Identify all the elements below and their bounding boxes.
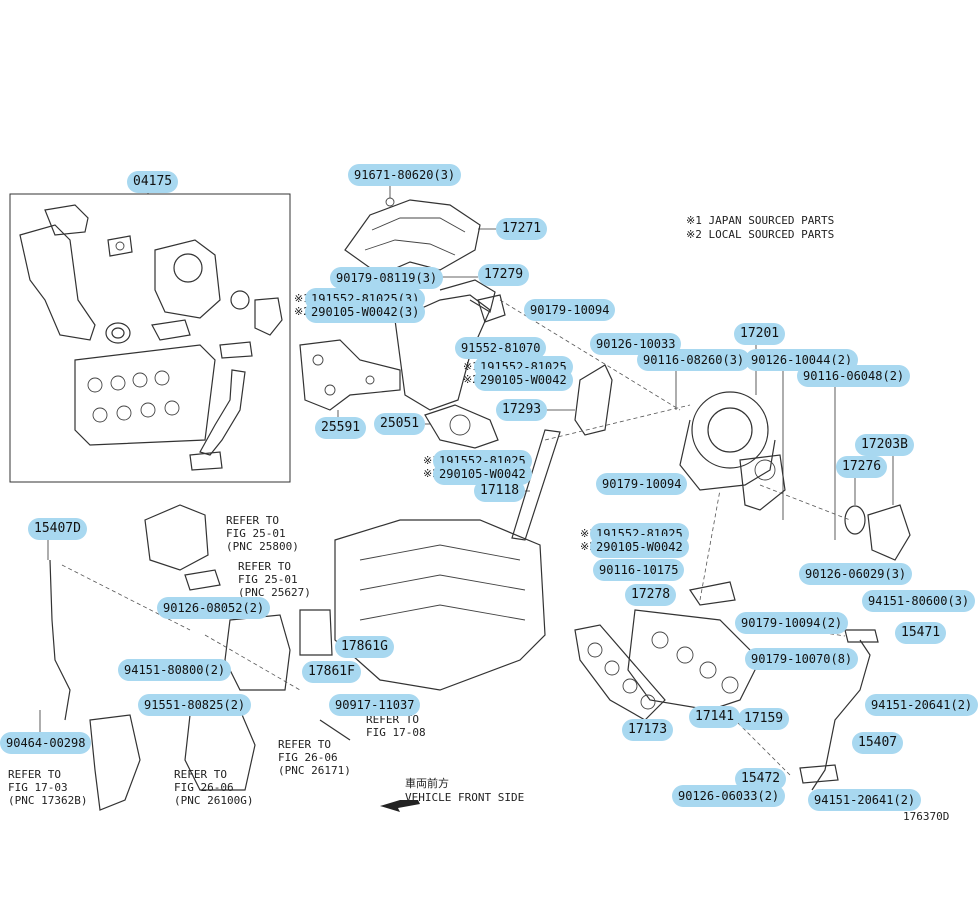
vehicle-front-arrow: [380, 800, 420, 812]
part-label-17271[interactable]: 17271: [496, 218, 548, 240]
part-label-90179-10094-b[interactable]: 90179-10094: [596, 473, 688, 495]
direction-jp: 車両前方: [405, 777, 449, 790]
heat-insulator-drawing: [344, 186, 481, 276]
part-label-15407[interactable]: 15407: [852, 732, 904, 754]
oil-pipe-15407-drawing: [811, 639, 871, 791]
refer-fig-26-06-b[interactable]: REFER TO FIG 26-06 (PNC 26100G): [174, 768, 254, 807]
refer-fig-17-08[interactable]: REFER TO FIG 17-08: [366, 713, 426, 739]
part-label-290105-w0042-d[interactable]: 290105-W0042: [590, 536, 689, 558]
part-label-94151-20641-a[interactable]: 94151-20641(2): [865, 694, 978, 716]
part-label-90179-10070[interactable]: 90179-10070(8): [745, 648, 859, 670]
part-label-90116-10175[interactable]: 90116-10175: [593, 559, 685, 581]
note-japan-sourced: ※1 JAPAN SOURCED PARTS: [686, 214, 835, 227]
part-label-94151-20641-b[interactable]: 94151-20641(2): [808, 789, 922, 811]
gasket-17276-drawing: [844, 505, 866, 535]
egr-parts-drawing: [144, 504, 351, 791]
gasket-kit-box: [9, 193, 291, 483]
part-label-17293[interactable]: 17293: [496, 399, 548, 421]
part-label-17861G[interactable]: 17861G: [335, 636, 394, 658]
note-local-sourced: ※2 LOCAL SOURCED PARTS: [686, 228, 835, 241]
part-label-15407D[interactable]: 15407D: [28, 518, 87, 540]
part-label-17279[interactable]: 17279: [478, 264, 530, 286]
part-label-17861F[interactable]: 17861F: [302, 661, 361, 683]
part-label-04175[interactable]: 04175: [127, 171, 179, 193]
refer-fig-17-03[interactable]: REFER TO FIG 17-03 (PNC 17362B): [8, 768, 88, 807]
part-label-94151-80800[interactable]: 94151-80800(2): [118, 659, 232, 681]
part-label-17203B[interactable]: 17203B: [855, 434, 914, 456]
part-label-17278[interactable]: 17278: [625, 584, 677, 606]
stay-17118-drawing: [511, 429, 561, 541]
part-label-17201[interactable]: 17201: [734, 323, 786, 345]
elbow-17203B-drawing: [867, 504, 911, 561]
part-label-90917-11037[interactable]: 90917-11037: [329, 694, 421, 716]
part-label-25051[interactable]: 25051: [374, 413, 426, 435]
part-label-17141[interactable]: 17141: [689, 706, 741, 728]
part-label-290105-w0042-b[interactable]: 290105-W0042: [474, 369, 573, 391]
water-pipe-15407D-drawing: [49, 559, 71, 721]
part-label-17276[interactable]: 17276: [836, 456, 888, 478]
direction-en: VEHICLE FRONT SIDE: [405, 791, 525, 804]
kit-parts-drawing: [19, 204, 283, 471]
exhaust-manifold-drawing: [574, 609, 761, 721]
part-label-290105-w0042-a[interactable]: 290105-W0042(3): [305, 301, 426, 323]
part-label-15471[interactable]: 15471: [895, 622, 947, 644]
gasket-17279-drawing: [477, 294, 506, 323]
part-label-90126-06033[interactable]: 90126-06033(2): [672, 785, 786, 807]
part-label-90179-10094-a[interactable]: 90179-10094: [524, 299, 616, 321]
part-label-90179-10094-c[interactable]: 90179-10094(2): [735, 612, 849, 634]
bracket-25591-drawing: [299, 339, 401, 411]
part-label-90126-06029[interactable]: 90126-06029(3): [799, 563, 913, 585]
part-label-91671-80620[interactable]: 91671-80620(3): [348, 164, 462, 186]
refer-fig-26-06-a[interactable]: REFER TO FIG 26-06 (PNC 26171): [278, 738, 351, 777]
part-label-91551-80825[interactable]: 91551-80825(2): [138, 694, 252, 716]
refer-fig-25-01-a[interactable]: REFER TO FIG 25-01 (PNC 25800): [226, 514, 299, 553]
gasket-17278-drawing: [689, 581, 736, 606]
part-label-90116-08260[interactable]: 90116-08260(3): [637, 349, 751, 371]
part-label-90464-00298[interactable]: 90464-00298: [0, 732, 92, 754]
part-label-90179-08119[interactable]: 90179-08119(3): [330, 267, 444, 289]
refer-fig-25-01-b[interactable]: REFER TO FIG 25-01 (PNC 25627): [238, 560, 311, 599]
figure-id: 176370D: [903, 810, 950, 823]
part-label-90116-06048[interactable]: 90116-06048(2): [797, 365, 911, 387]
bracket-17293-drawing: [574, 364, 613, 436]
part-label-90126-08052[interactable]: 90126-08052(2): [157, 597, 271, 619]
engine-block-drawing: [334, 519, 546, 691]
part-label-290105-w0042-c[interactable]: 290105-W0042: [433, 463, 532, 485]
part-label-17159[interactable]: 17159: [738, 708, 790, 730]
part-label-17118[interactable]: 17118: [474, 480, 526, 502]
part-label-17173[interactable]: 17173: [622, 719, 674, 741]
part-label-91552-81070[interactable]: 91552-81070: [455, 337, 547, 359]
turbocharger-drawing: [679, 391, 786, 511]
part-label-94151-80600[interactable]: 94151-80600(3): [862, 590, 976, 612]
part-label-15472[interactable]: 15472: [735, 768, 787, 790]
part-label-25591[interactable]: 25591: [315, 417, 367, 439]
